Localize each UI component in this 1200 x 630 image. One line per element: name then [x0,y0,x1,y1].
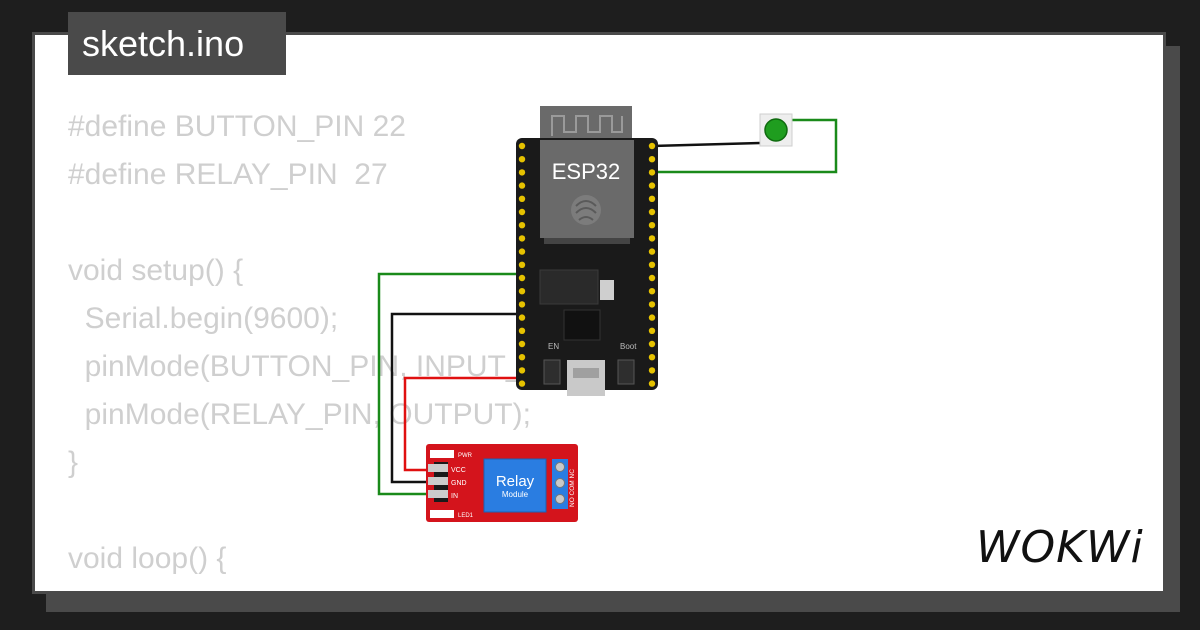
header-pin[interactable] [518,301,526,308]
module-castellation [544,238,630,244]
boot-button[interactable] [617,359,635,385]
wire-button-gnd[interactable] [651,141,761,148]
antenna-trace [551,115,623,136]
wire-green-button[interactable] [652,118,838,174]
header-pin[interactable] [518,314,526,321]
header-pin[interactable] [648,274,656,282]
header-pin[interactable] [518,222,526,229]
code-line: } [68,446,79,479]
header-pin[interactable] [518,367,526,374]
header-pin[interactable] [518,288,526,295]
relay-label-in: IN [451,493,458,500]
pin-header-left [518,142,526,387]
en-label: EN [548,342,559,351]
header-pin[interactable] [648,261,656,268]
header-pin[interactable] [648,182,656,189]
header-pin[interactable] [518,195,526,202]
header-pin[interactable] [518,208,526,216]
header-pin[interactable] [648,288,656,295]
header-pin[interactable] [648,222,656,229]
header-pin[interactable] [518,235,526,242]
header-pin[interactable] [648,169,656,176]
header-pin[interactable] [648,327,656,334]
relay-block [483,458,547,513]
wire-black-relay-gnd[interactable] [390,312,523,484]
header-pin[interactable] [518,248,526,255]
regulator-chip [539,269,599,305]
capacitor [600,280,614,300]
pin-header-right [648,142,656,387]
relay-title: Relay [496,473,535,490]
header-pin[interactable] [648,354,656,361]
header-pin[interactable] [648,380,656,387]
header-pin[interactable] [648,314,656,321]
header-pin[interactable] [648,235,656,242]
esp32-label: ESP32 [552,159,621,184]
header-pin[interactable] [648,301,656,308]
wire-red-relay-vcc[interactable] [403,376,523,472]
file-name-tab[interactable]: sketch.ino [68,12,286,75]
relay-subtitle: Module [502,490,529,499]
terminal-no[interactable] [555,462,565,472]
header-pin[interactable] [518,182,526,189]
header-pin[interactable] [648,208,656,216]
relay-pin-vcc[interactable] [428,464,448,472]
header-pin[interactable] [518,380,526,387]
header-pin[interactable] [648,142,656,150]
micro-usb-opening [573,368,599,378]
header-pin[interactable] [648,195,656,202]
header-pin[interactable] [518,354,526,361]
code-line: #define BUTTON_PIN 22 [68,110,406,143]
relay-label-vcc: VCC [451,467,466,474]
header-pin[interactable] [648,367,656,374]
code-line: int buttonState = digitalRead(BUTTON_PIN… [68,583,681,591]
boot-label: Boot [620,342,637,351]
pushbutton[interactable] [759,113,793,147]
code-line: Serial.begin(9600); [68,302,339,335]
pushbutton-cap[interactable] [764,118,788,142]
header-pin[interactable] [518,274,526,282]
terminal-nc[interactable] [555,494,565,504]
wire-green-relay-in[interactable] [377,272,523,496]
header-pin[interactable] [648,340,656,348]
led1-label: LED1 [458,513,474,519]
header-pin[interactable] [518,169,526,176]
espressif-logo-icon [571,195,601,225]
pwr-led-label: PWR [458,453,473,459]
header-pin[interactable] [518,156,526,163]
wire-black-button[interactable] [651,141,761,148]
espressif-logo-mark [575,200,597,221]
header-pin[interactable] [518,327,526,334]
en-button[interactable] [543,359,561,385]
code-line: pinMode(RELAY_PIN, OUTPUT); [68,398,531,431]
header-pin[interactable] [518,340,526,348]
esp32-board[interactable]: ESP32 EN Boot [516,106,658,396]
usb-uart-chip [563,309,601,341]
code-line: void loop() { [68,542,227,575]
relay-pin-in[interactable] [428,490,448,498]
header-pin[interactable] [648,156,656,163]
file-name-label: sketch.ino [82,23,245,64]
header-pin[interactable] [518,261,526,268]
wokwi-logo: WOKWi [976,522,1144,573]
terminal-com[interactable] [555,478,565,488]
code-line: #define RELAY_PIN 27 [68,158,388,191]
header-pin[interactable] [518,142,526,150]
relay-module[interactable]: Relay Module VCC GND IN PWR LED1 NO COM … [426,444,578,522]
header-pin[interactable] [648,248,656,255]
relay-pin-gnd[interactable] [428,477,448,485]
relay-label-gnd: GND [451,480,467,487]
led1 [430,510,454,518]
terminal-labels: NO COM NC [569,469,576,507]
wire-button-signal[interactable] [652,118,838,174]
code-line: void setup() { [68,254,244,287]
pwr-led [430,450,454,458]
